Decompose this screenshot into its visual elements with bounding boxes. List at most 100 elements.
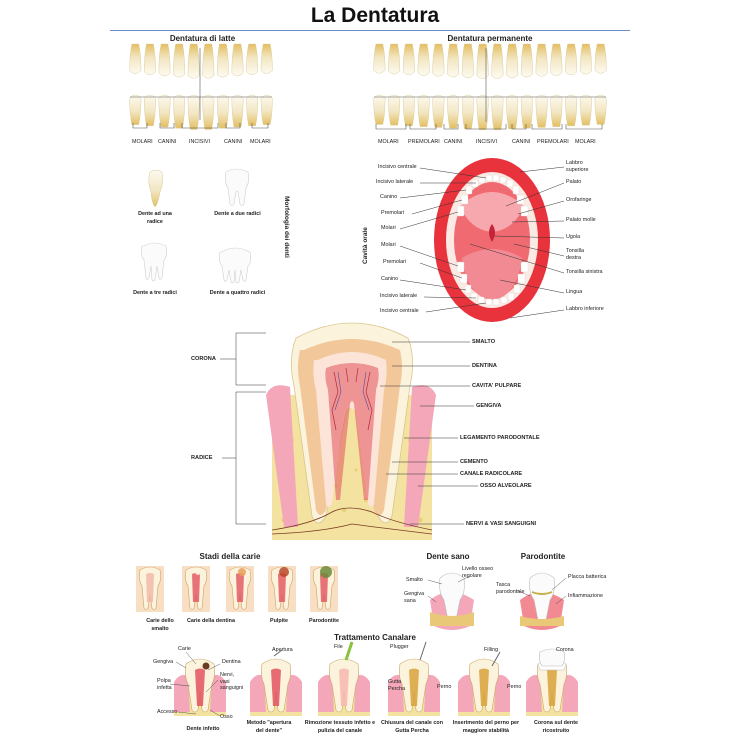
tooth-label-smalto: SMALTO (472, 339, 496, 345)
healthy-label-gengiva: Gengiva sana (404, 591, 425, 604)
canal-label-perno-2: Perno (507, 684, 522, 690)
oral-right-label-2: Orofaringe (566, 197, 592, 203)
tooth-label-osso: OSSO ALVEOLARE (480, 483, 532, 489)
deciduous-lower-tooth-0 (129, 94, 142, 125)
canal-label-accesso: Accesso (157, 709, 178, 715)
permanent-upper-tooth-11 (535, 43, 548, 77)
canal-label-gengiva: Gengiva (153, 659, 174, 665)
permanent-label-premolari-right: PREMOLARI (537, 139, 569, 145)
healthy-label-livello: Livello osseo regolare (462, 566, 494, 579)
canal-tooth-icon-5 (526, 657, 578, 716)
deciduous-label-molari-left: MOLARI (132, 139, 153, 145)
canal-label-perno-1: Perno (437, 684, 452, 690)
tooth-label-nervi: NERVI & VASI SANGUIGNI (466, 521, 537, 527)
permanent-lower-tooth-12 (550, 94, 563, 127)
permanent-upper-tooth-9 (506, 43, 519, 79)
deciduous-upper-tooth-5 (202, 43, 215, 79)
healthy-header: Dente sano (426, 552, 470, 561)
canal-label-file: File (334, 644, 343, 650)
healthy-label-smalto: Smalto (406, 577, 423, 583)
canal-caption-5: Corona sul dente ricostruito (533, 720, 579, 734)
perio-label-tasca: Tasca parodontale (496, 582, 525, 595)
perio-label-placca: Placca batterica (568, 574, 607, 580)
permanent-upper-tooth-3 (417, 43, 430, 76)
periodontitis-tooth-icon (520, 572, 564, 630)
permanent-lower-tooth-5 (446, 94, 460, 129)
deciduous-upper-tooth-8 (246, 43, 258, 75)
tooth-leader-lines (220, 332, 478, 525)
deciduous-lower-tooth-8 (246, 94, 258, 126)
caries-tooth-icon-1 (182, 566, 210, 612)
permanent-label-canini-left: CANINI (444, 139, 463, 145)
deciduous-lower-tooth-7 (231, 94, 244, 128)
double-root-tooth-icon (225, 168, 249, 206)
canal-tooth-icon-3 (388, 658, 440, 716)
deciduous-label-canini-right: CANINI (224, 139, 243, 145)
permanent-teeth (373, 43, 607, 130)
tooth-label-cavita-pulpare: CAVITA' PULPARE (472, 383, 522, 389)
oral-leader-lines (399, 166, 565, 319)
permanent-upper-tooth-8 (491, 43, 504, 79)
canal-caption-3: Chiusura del canale con Gutta Percha (380, 720, 443, 734)
permanent-lower-tooth-15 (594, 94, 607, 125)
deciduous-upper-tooth-1 (144, 43, 156, 75)
tooth-label-cemento: CEMENTO (460, 459, 488, 465)
permanent-lower-tooth-7 (476, 94, 489, 130)
permanent-upper-tooth-14 (579, 43, 592, 75)
permanent-upper-tooth-12 (550, 43, 563, 76)
permanent-label-incisivi: INCISIVI (476, 139, 497, 145)
permanent-lower-tooth-9 (506, 94, 519, 130)
deciduous-upper-tooth-3 (173, 43, 185, 78)
canal-caption-2: Rimozione tessuto infetto e pulizia del … (304, 720, 376, 734)
oral-left-label-8: Incisivo laterale (380, 293, 418, 299)
morphology-label-three-roots: Dente a tre radici (133, 290, 177, 296)
permanent-lower-tooth-13 (565, 94, 578, 127)
tooth-label-dentina: DENTINA (472, 363, 497, 369)
deciduous-upper-tooth-0 (129, 43, 142, 74)
permanent-label-molari-right: MOLARI (575, 139, 596, 145)
canal-label-apertura: Apertura (272, 647, 293, 653)
oral-left-label-2: Canino (380, 194, 398, 200)
canal-tooth-icon-4 (458, 658, 510, 716)
deciduous-upper-tooth-9 (260, 43, 273, 74)
caries-label-3: Parodontite (309, 618, 339, 624)
tooth-label-legamento: LEGAMENTO PARODONTALE (460, 435, 540, 441)
canal-label-dentina: Dentina (222, 659, 241, 665)
oral-right-label-5: Tonsilla destra (566, 248, 584, 261)
deciduous-upper-tooth-4 (187, 43, 200, 79)
deciduous-lower-tooth-5 (202, 94, 215, 130)
deciduous-lower-tooth-6 (217, 94, 229, 129)
oral-right-label-3: Palato molle (566, 217, 596, 223)
caries-tooth-icon-2 (226, 566, 254, 612)
single-root-tooth-icon (148, 169, 163, 208)
permanent-lower-tooth-1 (387, 94, 401, 126)
permanent-lower-tooth-10 (520, 94, 533, 129)
oral-left-label-4: Molari (381, 225, 396, 231)
caries-header: Stadi della carie (199, 552, 261, 561)
deciduous-lower-tooth-4 (187, 94, 200, 130)
canal-tools (273, 641, 565, 667)
deciduous-upper-tooth-7 (231, 43, 244, 77)
deciduous-upper-tooth-6 (217, 43, 229, 78)
nerve-bundle (271, 507, 433, 535)
canal-label-filling: Filling (484, 647, 499, 653)
oral-left-label-1: Incisivo laterale (376, 179, 414, 185)
oral-left-label-9: Incisivo centrale (380, 308, 419, 314)
canal-label-plugger: Plugger (390, 644, 409, 650)
oral-left-label-0: Incisivo centrale (378, 164, 417, 170)
perio-header: Parodontite (520, 552, 566, 561)
permanent-upper-tooth-1 (388, 43, 401, 75)
healthy-tooth-icon (430, 572, 474, 630)
tooth-label-corona: CORONA (191, 356, 216, 362)
quadruple-root-tooth-icon (219, 247, 251, 284)
canal-caption-0: Dente infetto (186, 726, 220, 732)
permanent-upper-tooth-0 (373, 43, 386, 74)
deciduous-teeth (129, 43, 273, 130)
canal-label-nervi: Nervi, vasi sanguigni (220, 672, 244, 691)
